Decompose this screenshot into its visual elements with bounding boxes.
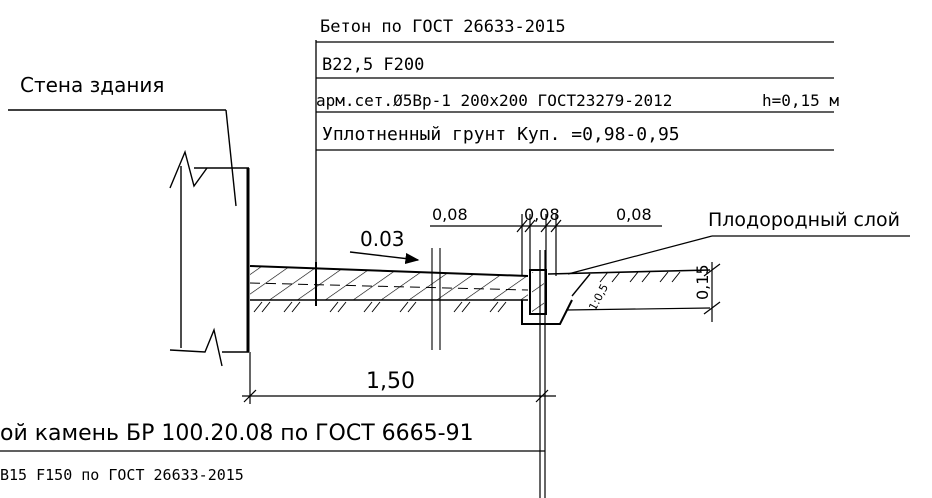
depth-label: 0,15 [693,264,712,300]
curb-hatch [532,272,544,312]
wall-break-bottom [169,327,223,367]
curb-stone-label: ой камень БР 100.20.08 по ГОСТ 6665-91 [0,421,474,446]
layer-leader-table [315,40,834,268]
curb-concrete-label: В15 F150 по ГОСТ 26633-2015 [0,466,244,484]
depth-dimension [703,262,721,322]
curb-foundation [521,299,573,325]
gap-right-label: 0,08 [616,205,652,224]
concrete-grade-label: В22,5 F200 [322,55,424,75]
ground-surface [547,269,711,275]
gap-left-label: 0,08 [432,205,468,224]
ground-bottom [565,307,711,311]
slab-top [249,265,529,277]
curb-body [529,269,547,315]
fertile-leader [567,235,713,275]
wall-leader-tail [225,109,237,207]
concrete-slab [249,248,529,350]
gap-mid-label: 0,08 [524,205,560,224]
concrete-title-label: Бетон по ГОСТ 26633-2015 [320,17,566,37]
building-wall [8,109,250,367]
ground-hatch [253,301,507,313]
slab-mesh-line [249,282,529,291]
slope-label: 0.03 [360,227,405,251]
curb-stone [521,250,573,498]
wall-label: Стена здания [20,73,164,97]
width-label: 1,50 [366,369,415,394]
fertile-layer [547,235,910,311]
embankment-slope-label: 1:0,5 [586,282,611,313]
slope-arrow [349,251,420,265]
gap-dimension-lines [430,214,662,276]
soil-label: Уплотненный грунт Куп. =0,98-0,95 [322,124,680,145]
fertile-layer-label: Плодородный слой [708,209,900,231]
embankment-slope [571,273,591,297]
width-dimension [242,352,556,404]
wall-break-top [169,149,208,189]
mesh-height-label: h=0,15 м [762,91,839,110]
mesh-label: арм.сет.Ø5Вр-1 200х200 ГОСТ23279-2012 [316,91,672,110]
ground-hatch-right [599,271,681,283]
